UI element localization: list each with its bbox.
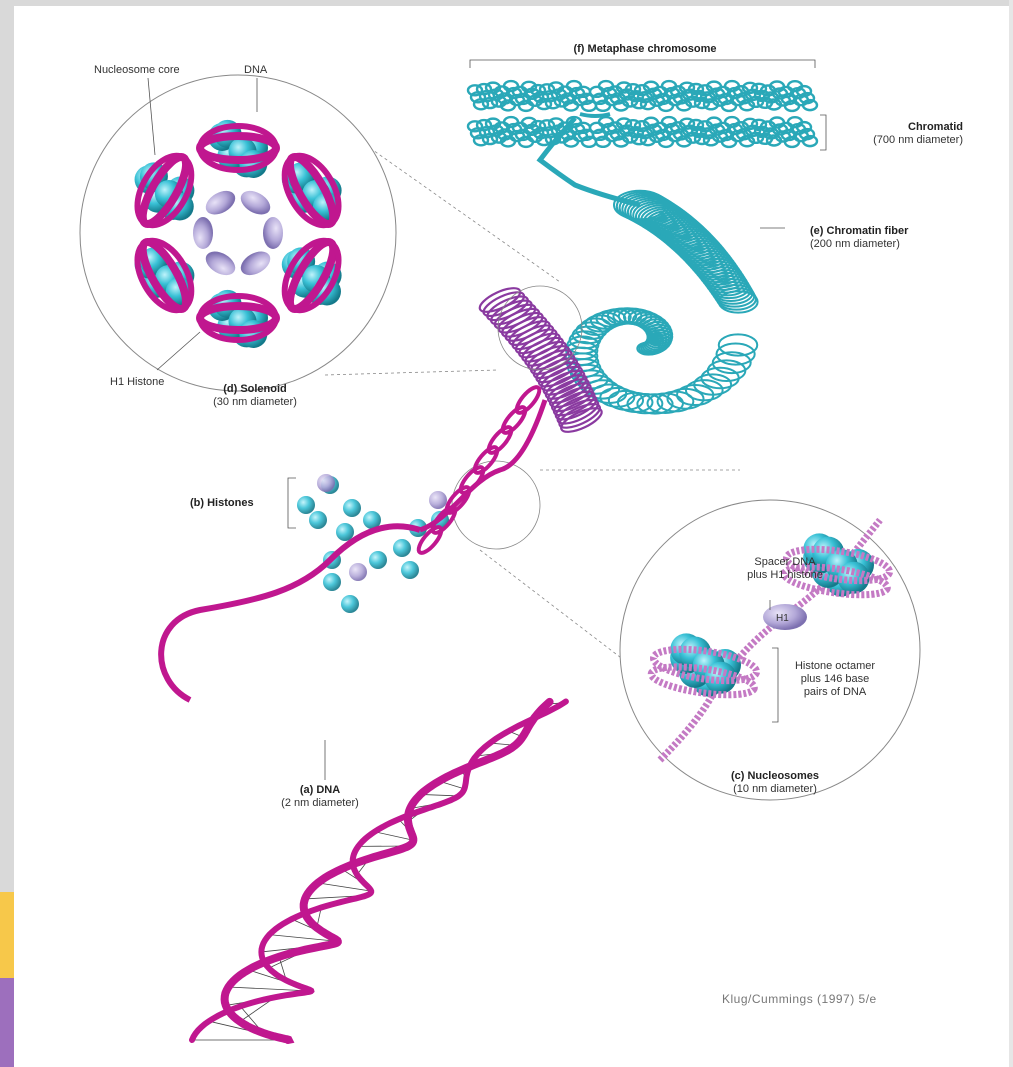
histone-bead [336,523,354,541]
solenoid-subtitle: (30 nm diameter) [213,396,297,408]
label-histones: (b) Histones [190,497,254,510]
octamer-line1: Histone octamer [795,660,875,672]
label-dna-top: DNA [244,64,267,77]
metaphase-title: (f) Metaphase chromosome [573,43,716,55]
nucleosomes-subtitle: (10 nm diameter) [733,783,817,795]
histone-bead [401,561,419,579]
label-nucleosomes: (c) Nucleosomes (10 nm diameter) [705,770,845,796]
fiber-title: (e) Chromatin fiber [810,225,908,237]
chromatin-fiber [566,191,758,414]
octamer-line2: plus 146 base [801,673,870,685]
histone-bead [349,563,367,581]
h1-histone [193,217,213,249]
spacer-line1: Spacer DNA [754,556,815,568]
dna-strand [161,384,566,1040]
credit-text: Klug/Cummings (1997) 5/e [722,993,877,1006]
fiber-subtitle: (200 nm diameter) [810,238,900,250]
nucleosome-zoom-circle [620,500,920,800]
histone-bead [429,491,447,509]
label-solenoid: (d) Solenoid (30 nm diameter) [200,383,310,409]
histone-bead [323,573,341,591]
dna-coil [485,424,515,456]
label-chromatid: Chromatid (700 nm diameter) [843,121,963,147]
histone-beads [297,474,449,613]
label-histone-octamer: Histone octamer plus 146 base pairs of D… [780,660,890,699]
label-h1-histone: H1 Histone [110,376,164,389]
histone-bead [309,511,327,529]
histone-bead [393,539,411,557]
label-nucleosome-core: Nucleosome core [94,64,180,77]
spacer-line2: plus H1 histone [747,569,823,581]
histone-bead [343,499,361,517]
chromatid-title: Chromatid [908,121,963,133]
histones-title: (b) Histones [190,497,254,509]
histone-bead [341,595,359,613]
label-metaphase: (f) Metaphase chromosome [540,43,750,56]
histone-bead [317,474,335,492]
metaphase-chromosome [468,60,826,205]
octamer-line3: pairs of DNA [804,686,866,698]
nucleosomes-title: (c) Nucleosomes [731,770,819,782]
dna-subtitle: (2 nm diameter) [281,797,359,809]
dna-coil [499,404,529,436]
h1-histone [263,217,283,249]
solenoid-zoom-circle [80,75,396,391]
dna-title: (a) DNA [300,784,340,796]
histone-bead [297,496,315,514]
solenoid-title: (d) Solenoid [223,383,287,395]
histone-bead [369,551,387,569]
centromere [580,114,610,116]
label-h1-bead: H1 [776,612,789,625]
label-dna: (a) DNA (2 nm diameter) [255,784,385,810]
dna-coil-lead [420,400,545,530]
label-spacer-dna: Spacer DNA plus H1 histone [740,556,830,582]
chromatid-subtitle: (700 nm diameter) [873,134,963,146]
label-chromatin-fiber: (e) Chromatin fiber (200 nm diameter) [810,225,908,251]
